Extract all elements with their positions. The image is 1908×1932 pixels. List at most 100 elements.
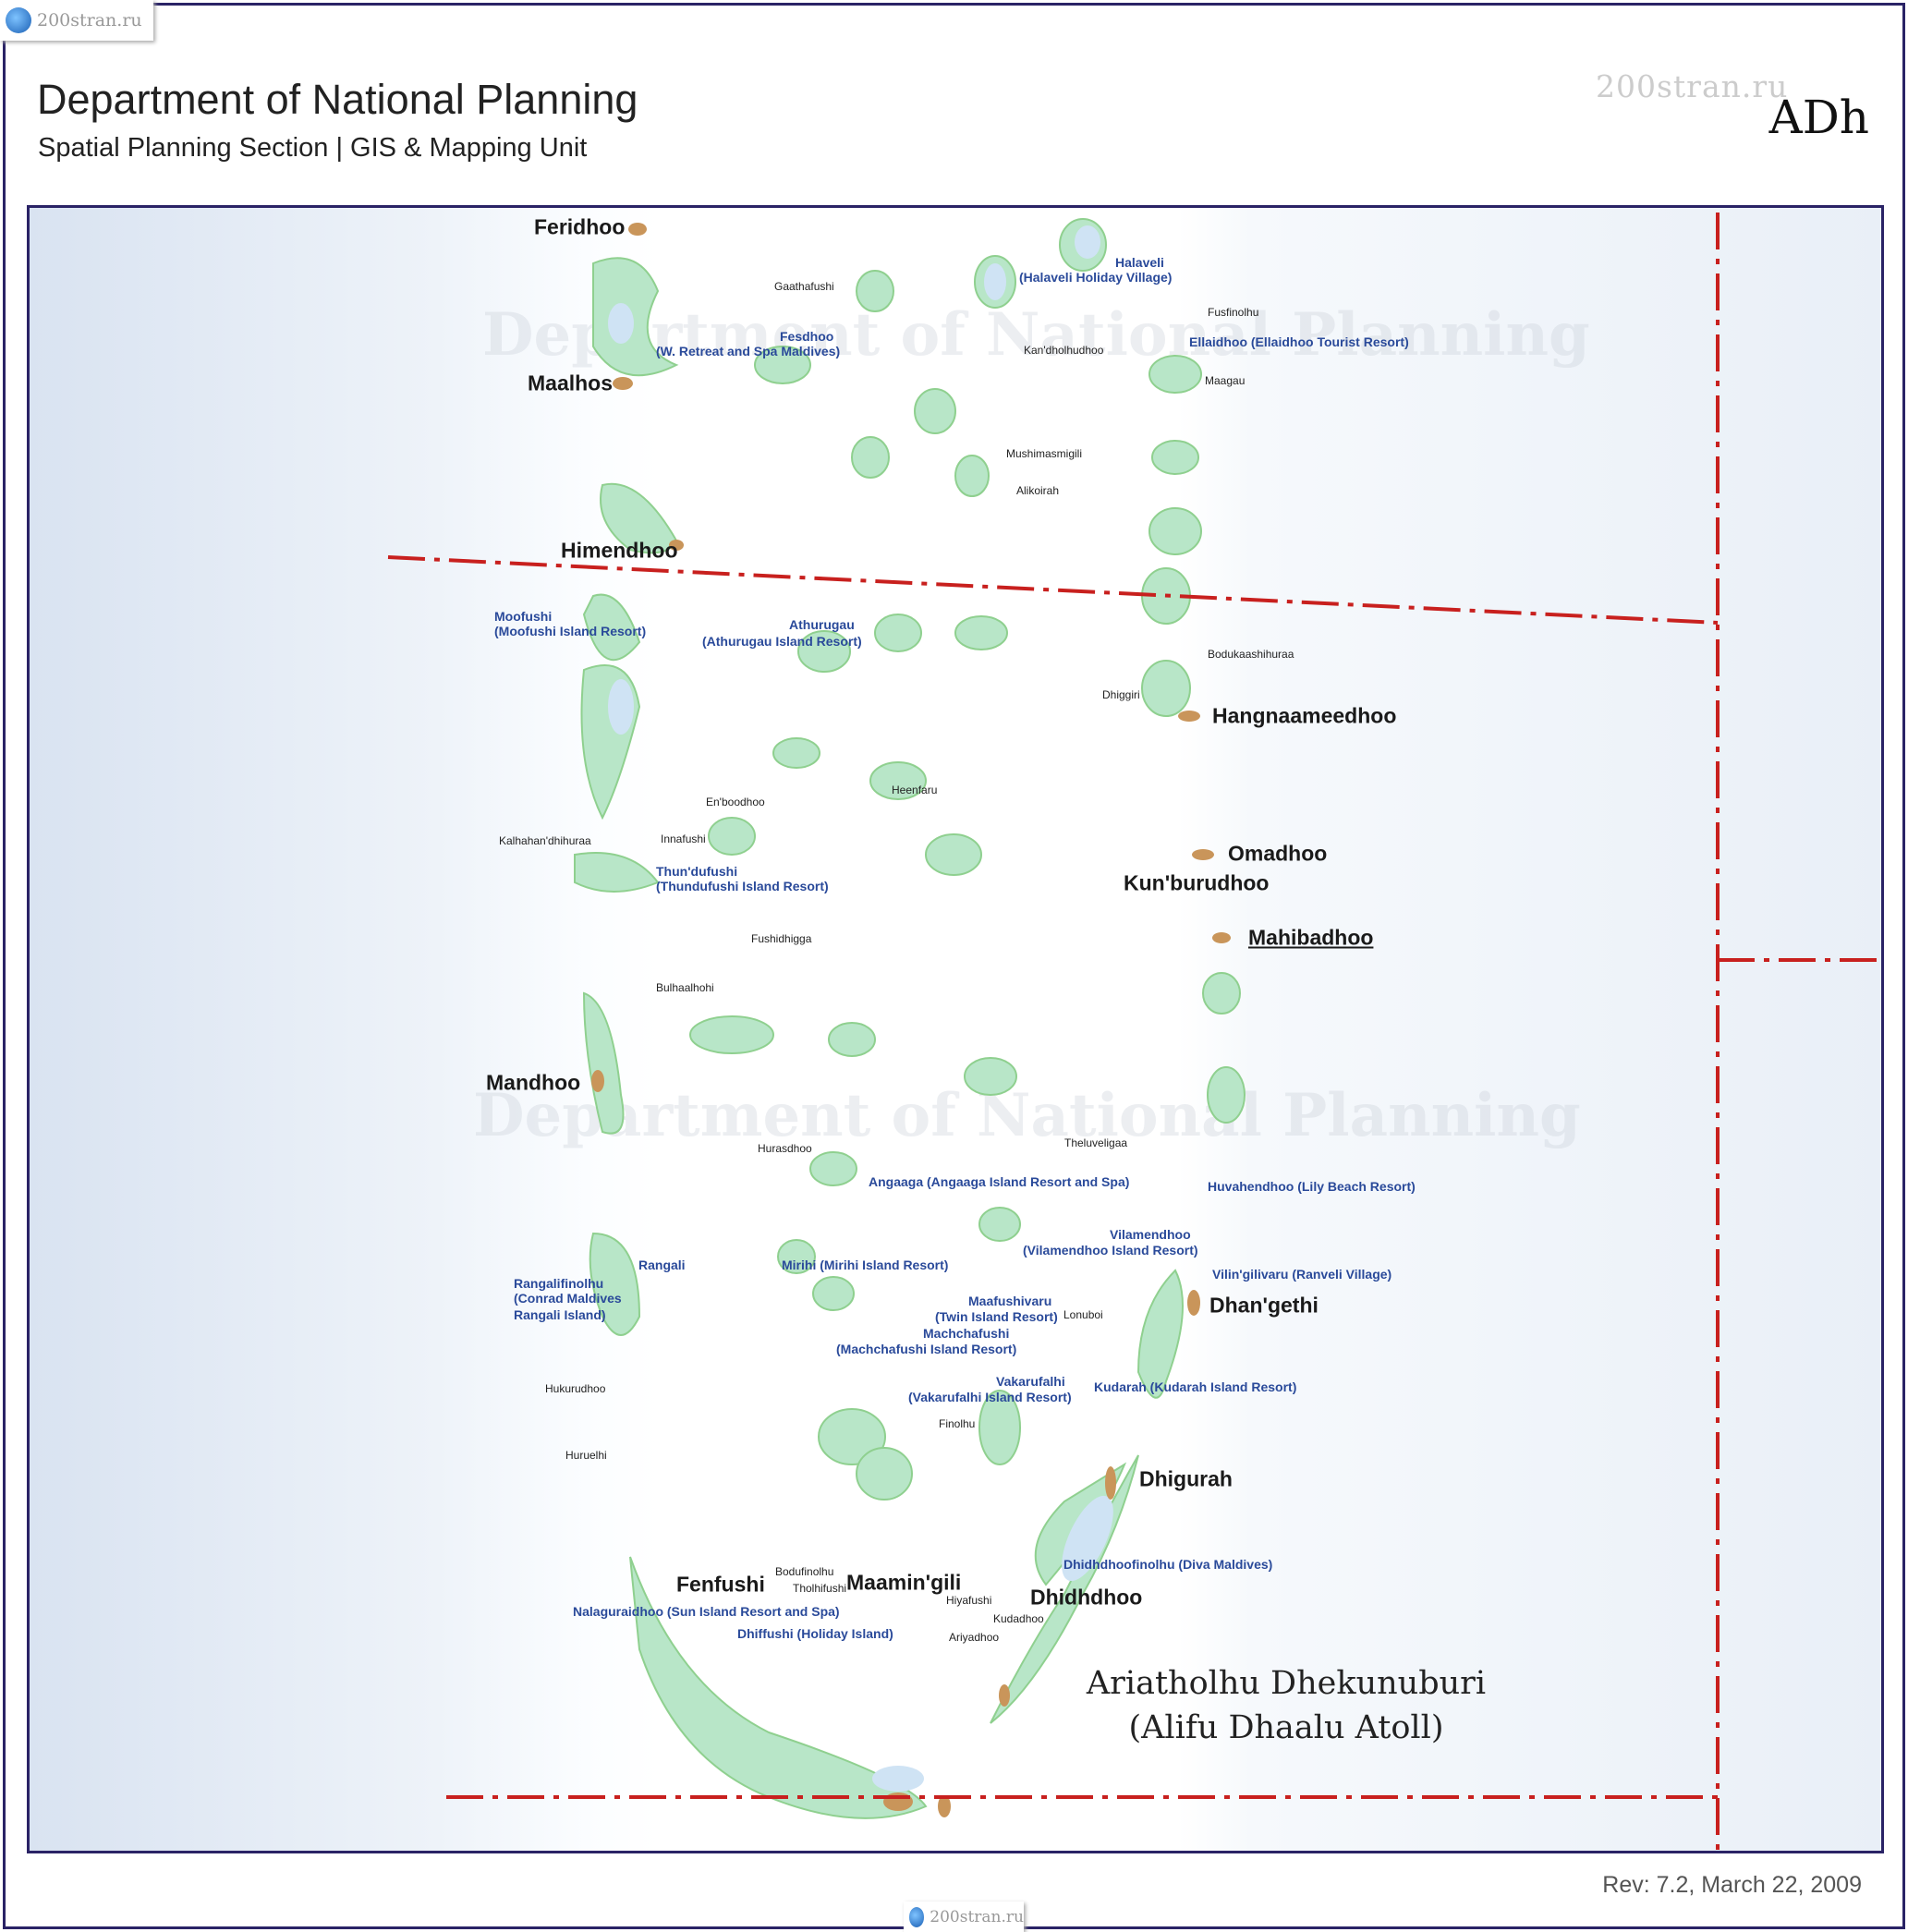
globe-icon: [6, 7, 31, 33]
island-label: Alikoirah: [1016, 484, 1060, 497]
island: [589, 1232, 641, 1336]
watermark-text: 200stran.ru: [930, 1907, 1024, 1926]
island-label: Bulhaalhohi: [656, 981, 714, 994]
islands-layer: [387, 213, 1881, 1851]
settlement: [1187, 1290, 1200, 1316]
resort-label: Vakarufalhi: [996, 1374, 1065, 1389]
island-label: Hiyafushi: [946, 1594, 992, 1607]
resort-label: Moofushi: [494, 609, 553, 624]
island-label: Hukurudhoo: [545, 1382, 606, 1395]
island-label: Mandhoo: [486, 1070, 581, 1095]
island-label: Himendhoo: [561, 538, 678, 563]
capital-label: Mahibadhoo: [1248, 925, 1374, 950]
resort-label: Halaveli: [1115, 255, 1164, 270]
resort-label: (W. Retreat and Spa Maldives): [656, 344, 841, 358]
resort-label: (Machchafushi Island Resort): [836, 1342, 1017, 1356]
island-label: Dhigurah: [1139, 1466, 1233, 1491]
island: [797, 630, 851, 673]
lagoon: [1062, 1495, 1113, 1582]
resort-label: (Conrad Maldives: [514, 1291, 622, 1306]
island-label: Bodukaashihuraa: [1208, 648, 1294, 661]
resort-label: Machchafushi: [923, 1326, 1010, 1341]
lagoon: [608, 679, 634, 735]
page-title: Department of National Planning: [37, 76, 638, 123]
watermark-text: 200stran.ru: [37, 10, 142, 30]
globe-icon: [909, 1906, 925, 1927]
site-watermark-bottom: 200stran.ru: [904, 1902, 1024, 1932]
island: [754, 346, 811, 384]
settlement: [613, 377, 633, 390]
island-label: Kun'burudhoo: [1124, 870, 1270, 895]
atoll-code: ADh: [1768, 91, 1869, 144]
island-label: Dhiggiri: [1102, 688, 1140, 701]
settlement: [1192, 849, 1214, 860]
island: [582, 991, 625, 1135]
island-label: Fenfushi: [676, 1572, 765, 1597]
site-watermark-top: 200stran.ru: [0, 0, 153, 41]
lagoon: [1075, 225, 1100, 259]
resort-label: Nalaguraidhoo (Sun Island Resort and Spa…: [573, 1604, 840, 1619]
resort-label: (Moofushi Island Resort): [494, 624, 647, 638]
island: [777, 1239, 816, 1274]
island: [828, 1022, 876, 1057]
island: [914, 388, 956, 434]
island: [1148, 355, 1202, 394]
island-label: Omadhoo: [1228, 841, 1328, 866]
settlement: [999, 1684, 1010, 1707]
island: [818, 1408, 886, 1465]
resort-label: (Twin Island Resort): [935, 1309, 1058, 1324]
island: [1207, 1066, 1246, 1124]
island: [772, 737, 820, 769]
island-label: Kan'dholhudhoo: [1024, 344, 1104, 357]
island: [978, 1390, 1021, 1465]
island-label: Maamin'gili: [846, 1570, 962, 1595]
resort-label: (Athurugau Island Resort): [702, 634, 862, 649]
island-label: Finolhu: [939, 1417, 976, 1430]
resort-label: Thun'dufushi: [656, 864, 738, 879]
revision-info: Rev: 7.2, March 22, 2009: [1602, 1872, 1862, 1898]
page-subtitle: Spatial Planning Section | GIS & Mapping…: [38, 133, 588, 163]
island: [580, 664, 641, 820]
island: [856, 1447, 913, 1501]
atoll-name: Ariatholhu Dhekunuburi: [1086, 1665, 1487, 1702]
island: [809, 1151, 857, 1186]
settlement: [669, 540, 684, 551]
island-label: Dhan'gethi: [1209, 1293, 1319, 1318]
island-label: Feridhoo: [534, 214, 626, 239]
settlement: [938, 1795, 951, 1817]
island-label: Ariyadhoo: [949, 1631, 1000, 1644]
island: [1151, 440, 1199, 475]
island-label: Theluveligaa: [1064, 1136, 1128, 1149]
island: [689, 1015, 774, 1054]
island: [851, 436, 890, 479]
resort-label: (Vilamendhoo Island Resort): [1023, 1243, 1198, 1258]
island-label: Gaathafushi: [774, 280, 834, 293]
settlement: [1212, 932, 1231, 943]
lagoon: [608, 303, 634, 344]
island: [964, 1057, 1017, 1096]
island: [856, 270, 894, 312]
island-label: Kudadhoo: [993, 1612, 1044, 1625]
resort-label: Mirihi (Mirihi Island Resort): [782, 1258, 949, 1272]
settlement: [591, 1070, 604, 1092]
island: [925, 833, 982, 876]
settlement: [1178, 711, 1200, 722]
island-label: Maagau: [1205, 374, 1246, 387]
island: [574, 852, 660, 893]
island: [600, 482, 678, 554]
header-watermark: 200stran.ru: [1596, 68, 1789, 104]
island: [874, 614, 922, 652]
resort-label: (Halaveli Holiday Village): [1019, 270, 1173, 285]
island-label: Fusfinolhu: [1208, 306, 1259, 319]
resort-label: (Vakarufalhi Island Resort): [908, 1390, 1072, 1404]
atoll-alt-name: (Alifu Dhaalu Atoll): [1128, 1709, 1444, 1746]
settlement: [628, 223, 647, 236]
island: [978, 1207, 1021, 1242]
resort-label: Rangali Island): [514, 1307, 606, 1322]
resort-label: Huvahendhoo (Lily Beach Resort): [1208, 1179, 1416, 1194]
island: [1148, 507, 1202, 555]
island-label: Dhidhdhoo: [1030, 1585, 1143, 1610]
boundary-line: [387, 555, 1719, 625]
resort-label: Dhiffushi (Holiday Island): [737, 1626, 893, 1641]
island-label: Innafushi: [661, 832, 706, 845]
